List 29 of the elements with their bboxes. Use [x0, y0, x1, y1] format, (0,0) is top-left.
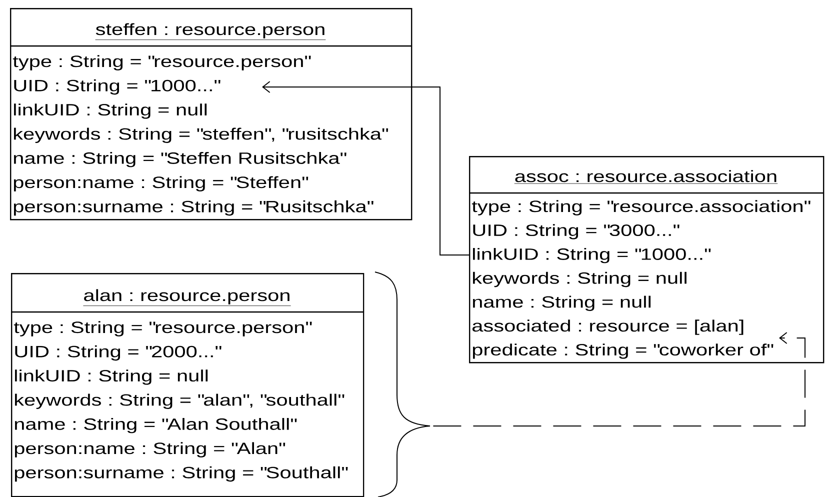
attribute-text: type : String = "resource.association" — [472, 200, 810, 216]
attribute-text: person:name : String = "Steffen" — [14, 176, 308, 192]
attribute-text: linkUID : String = "1000..." — [473, 248, 711, 264]
object-title: alan : resource.person — [83, 289, 291, 306]
attribute-text: person:surname : String = "Rusitschka" — [14, 200, 374, 216]
attribute-text: associated : resource = [alan] — [472, 320, 744, 335]
attribute-text: predicate : String = "coworker of" — [472, 344, 774, 359]
attribute-text: linkUID : String = null — [14, 104, 207, 119]
attribute-text: type : String = "resource.person" — [12, 55, 311, 70]
attribute-text: name : String = "Alan Southall" — [15, 418, 297, 434]
attribute-text: UID : String = "2000..." — [15, 345, 222, 361]
attribute-text: name : String = "Steffen Rusitschka" — [14, 152, 346, 168]
attribute-text: UID : String = "1000..." — [14, 79, 220, 95]
attribute-text: UID : String = "3000..." — [473, 224, 680, 240]
attribute-text: linkUID : String = null — [15, 370, 208, 385]
object-box — [10, 8, 412, 220]
attribute-text: keywords : String = "alan", "southall" — [15, 394, 344, 409]
attribute-text: person:name : String = "Alan" — [14, 442, 286, 458]
arrow — [262, 81, 470, 256]
attribute-text: person:surname : String = "Southall" — [14, 466, 348, 482]
attribute-text: type : String = "resource.person" — [14, 321, 312, 336]
object-box — [11, 273, 364, 497]
attribute-text: name : String = null — [472, 296, 651, 311]
attribute-text: keywords : String = "steffen", "rusitschka" — [14, 128, 388, 143]
object-box — [469, 156, 824, 364]
attribute-text: keywords : String = null — [473, 272, 686, 288]
object-title: assoc : resource.association — [514, 170, 778, 184]
arrow — [432, 332, 806, 426]
object-title: steffen : resource.person — [95, 23, 326, 40]
